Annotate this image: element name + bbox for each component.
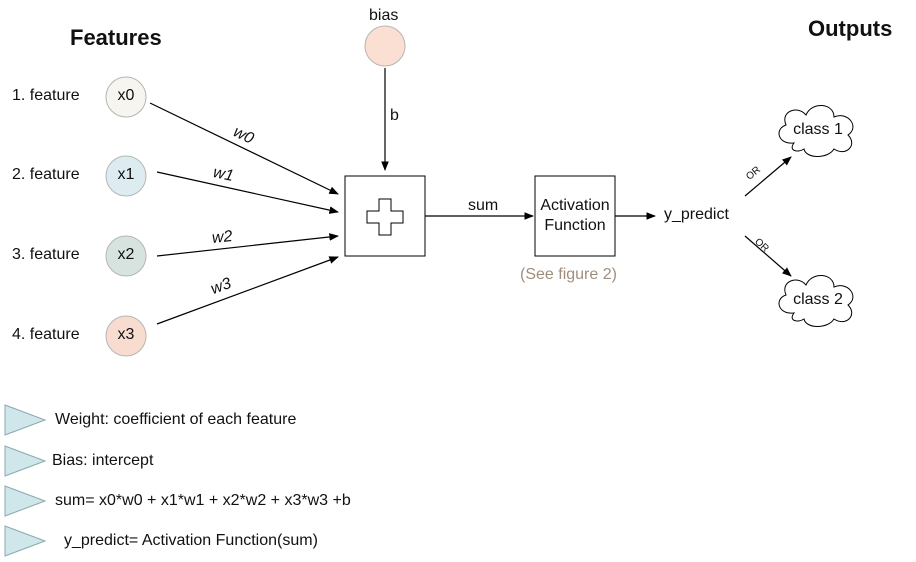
bias-label: bias — [369, 7, 399, 24]
node-text-x1: x1 — [117, 166, 135, 183]
feature-node-x0 — [105, 76, 147, 118]
feature-node-x3 — [105, 315, 147, 357]
legend-marker-ypredict — [4, 525, 47, 557]
y-predict-label: y_predict — [664, 206, 729, 223]
edge-x2-sum — [156, 233, 339, 257]
feature-label-2: 2. feature — [12, 166, 80, 183]
legend-item-weight: Weight: coefficient of each feature — [55, 411, 297, 428]
edge-x1-sum — [156, 171, 339, 214]
activation-note: (See figure 2) — [520, 266, 617, 283]
node-text-x0: x0 — [117, 87, 135, 104]
weight-label-w1: w1 — [211, 164, 236, 185]
edge-x0-sum — [149, 102, 339, 195]
legend-item-sum: sum= x0*w0 + x1*w1 + x2*w2 + x3*w3 +b — [55, 492, 351, 509]
legend-marker-bias — [4, 445, 47, 477]
node-text-x3: x3 — [117, 326, 135, 343]
output-class2-text: class 2 — [793, 291, 843, 308]
features-heading: Features — [70, 25, 162, 50]
outputs-heading: Outputs — [808, 16, 893, 41]
legend-marker-weight — [4, 404, 47, 436]
legend-item-bias: Bias: intercept — [52, 452, 154, 469]
edge-ypredict-class2 — [744, 235, 792, 277]
feature-node-x2 — [105, 235, 147, 277]
edge-ypredict-class1 — [744, 156, 792, 197]
feature-label-1: 1. feature — [12, 87, 80, 104]
bias-node — [364, 25, 406, 67]
plus-icon — [366, 198, 404, 236]
feature-label-3: 3. feature — [12, 246, 80, 263]
legend-marker-sum — [4, 485, 47, 517]
node-text-x2: x2 — [117, 246, 135, 263]
activation-line2: Function — [544, 217, 606, 234]
edge-x3-sum — [156, 256, 339, 325]
feature-label-4: 4. feature — [12, 326, 80, 343]
activation-line1: Activation — [540, 197, 610, 214]
legend-item-ypredict: y_predict= Activation Function(sum) — [64, 532, 318, 549]
sum-edge-label: sum — [468, 197, 499, 214]
output-cloud-class2 — [778, 275, 854, 327]
output-cloud-class1 — [778, 105, 854, 157]
activation-box — [534, 175, 616, 257]
output-class1-text: class 1 — [793, 121, 843, 138]
feature-node-x1 — [105, 155, 147, 197]
bias-edge-label: b — [390, 107, 399, 124]
weight-label-w2: w2 — [211, 227, 234, 248]
